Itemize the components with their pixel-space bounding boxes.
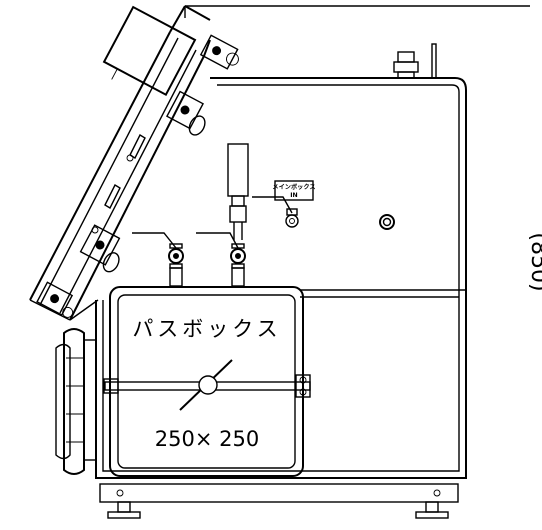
main-box-in-label: メインボックス IN bbox=[272, 180, 316, 201]
main-box-in-text: メインボックス bbox=[272, 183, 315, 191]
main-body bbox=[95, 77, 467, 479]
main-box-in-valve bbox=[252, 196, 299, 228]
pass-box-size: 250× 250 bbox=[155, 427, 259, 451]
base-frame bbox=[99, 483, 459, 519]
main-box-in-subtext: IN bbox=[290, 192, 297, 199]
slanted-arm bbox=[29, 5, 211, 321]
arm-clamps bbox=[36, 34, 239, 318]
top-frame bbox=[184, 5, 530, 18]
top-box bbox=[102, 5, 197, 97]
left-valve bbox=[132, 232, 184, 287]
top-fitting bbox=[393, 43, 437, 79]
door-latch bbox=[103, 359, 311, 411]
center-valve-assembly bbox=[196, 143, 249, 287]
pass-box-title: パスボックス bbox=[132, 317, 281, 341]
port-fitting bbox=[379, 214, 395, 230]
bellows bbox=[55, 328, 97, 475]
pass-box: パスボックス 250× 250 bbox=[109, 286, 304, 477]
dimension-label: (850) bbox=[526, 232, 542, 291]
